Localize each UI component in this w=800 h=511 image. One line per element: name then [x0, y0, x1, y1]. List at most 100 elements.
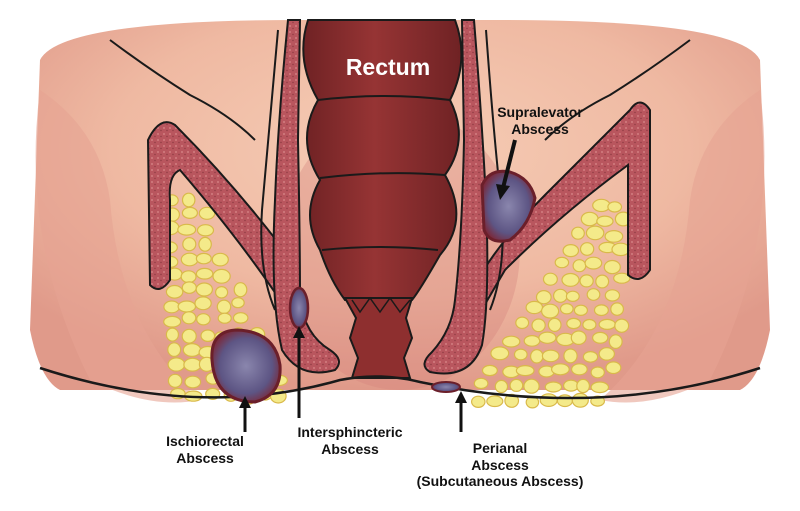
fat-lobule — [198, 236, 212, 252]
fat-lobule — [542, 272, 558, 286]
fat-lobule — [538, 331, 557, 344]
fat-lobule — [525, 300, 544, 315]
fat-lobule — [523, 335, 541, 347]
fat-lobule — [565, 290, 580, 302]
fat-lobule — [490, 346, 510, 361]
fat-lobule — [195, 252, 212, 265]
fat-lobule — [608, 334, 623, 350]
fat-lobule — [592, 198, 611, 213]
fat-lobule — [544, 381, 563, 393]
fat-lobule — [531, 318, 546, 333]
supralevator-abscess-label: Supralevator Abscess — [497, 104, 583, 137]
fat-lobule — [515, 365, 535, 377]
fat-lobule — [604, 289, 621, 302]
fat-lobule — [181, 328, 197, 344]
fat-lobule — [523, 378, 540, 394]
sphincter-wall-right — [423, 19, 489, 375]
anal-canal — [343, 297, 414, 379]
fat-lobule — [561, 272, 580, 287]
fat-lobule — [596, 215, 614, 227]
fat-lobule — [200, 329, 216, 342]
fat-lobule — [566, 317, 582, 330]
fat-lobule — [486, 395, 504, 408]
fat-lobule — [592, 331, 609, 344]
fat-lobule — [562, 244, 580, 258]
sphincter-wall-left — [272, 19, 340, 374]
fat-lobule — [580, 211, 599, 227]
fat-lobule — [611, 242, 631, 257]
fat-lobule — [215, 285, 229, 299]
fat-lobule — [571, 392, 589, 408]
left-buttock-shadow — [35, 90, 200, 403]
fat-lobule — [163, 315, 182, 328]
fat-lobule — [610, 302, 624, 316]
fat-lobule — [586, 288, 601, 301]
fat-lobule — [582, 318, 597, 331]
fat-lobule — [177, 223, 197, 236]
rectum-label: Rectum — [345, 54, 431, 80]
fat-lobule — [556, 394, 574, 408]
fat-lobule — [590, 381, 610, 394]
ischiorectal-abscess — [210, 328, 282, 404]
fat-lobule — [576, 378, 590, 394]
fat-lobule — [165, 327, 179, 342]
fat-lobule — [605, 361, 622, 375]
intersphincteric-abscess — [288, 286, 310, 330]
fat-lobule — [183, 357, 202, 372]
fat-lobule — [607, 201, 623, 213]
fat-lobule — [613, 272, 631, 284]
fat-lobule — [195, 267, 214, 280]
fat-lobule — [539, 393, 558, 408]
fat-lobule — [231, 297, 245, 309]
fat-lobule — [165, 284, 184, 299]
fat-lobule — [494, 379, 509, 394]
fat-lobule — [585, 225, 605, 241]
fat-lobule — [593, 304, 609, 317]
fat-lobule — [563, 348, 578, 364]
fat-lobule — [541, 349, 560, 363]
fat-lobule — [470, 395, 486, 408]
fat-lobule — [571, 226, 585, 240]
fat-lobule — [196, 313, 211, 326]
fat-lobule — [572, 259, 587, 273]
fat-lobule — [562, 379, 579, 392]
fat-lobule — [211, 252, 229, 267]
perineal-skin-line — [39, 366, 761, 400]
fat-lobule — [502, 335, 521, 348]
fat-lobule — [540, 303, 560, 319]
fat-lobule — [180, 270, 197, 284]
fat-lobule — [547, 317, 562, 332]
fat-lobule — [217, 312, 232, 324]
fat-lobule — [553, 288, 568, 303]
fat-lobule — [182, 343, 202, 358]
fat-lobule — [582, 351, 599, 363]
fat-lobule — [504, 393, 520, 408]
fat-lobule — [181, 192, 196, 208]
fat-lobule — [515, 316, 530, 330]
fat-lobule — [573, 304, 589, 316]
fat-lobule — [181, 206, 198, 219]
ischiorectal-abscess-label: Ischiorectal Abscess — [166, 433, 244, 466]
fat-lobule — [604, 229, 624, 243]
fat-lobule — [473, 377, 489, 390]
fat-lobule — [584, 256, 603, 270]
fat-lobule — [216, 299, 232, 315]
fat-lobule — [232, 312, 249, 324]
fat-lobule — [554, 256, 570, 269]
fat-lobule — [184, 375, 202, 389]
fat-lobule — [559, 303, 574, 315]
fat-lobule — [212, 268, 231, 284]
fat-lobule — [180, 252, 199, 267]
perianal-abscess — [431, 381, 461, 393]
fat-lobule — [233, 282, 248, 298]
label-pointers — [239, 139, 517, 432]
fat-lobule — [195, 282, 213, 297]
fat-lobule — [167, 373, 183, 388]
fat-lobule — [595, 274, 610, 289]
fat-lobule — [535, 290, 552, 305]
fat-lobule — [181, 311, 197, 325]
fat-lobule — [579, 274, 594, 288]
fat-lobule — [177, 300, 197, 313]
